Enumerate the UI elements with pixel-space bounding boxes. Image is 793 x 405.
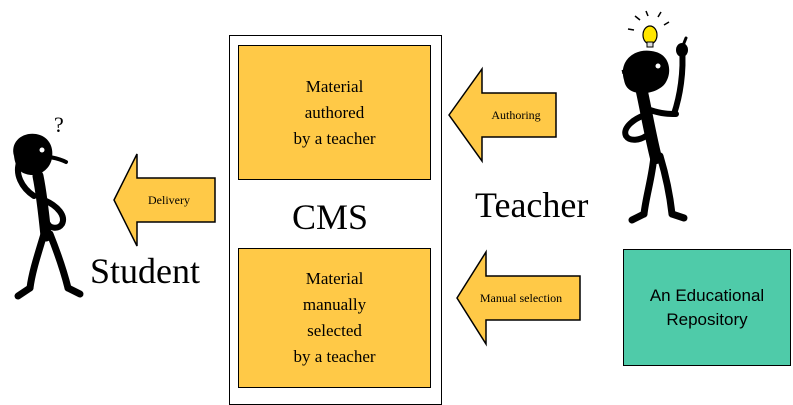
student-figure-icon (13, 133, 84, 300)
lightbulb-icon (642, 25, 658, 48)
teacher-figure-icon (621, 10, 688, 224)
manual-selection-arrow-shape (456, 249, 581, 347)
educational-repository-box: An Educational Repository (623, 249, 791, 366)
authoring-arrow (448, 66, 557, 164)
question-mark-icon: ? (54, 112, 64, 137)
cms-label: CMS (292, 197, 369, 237)
teacher-label: Teacher (475, 185, 589, 225)
delivery-label: Delivery (148, 193, 190, 207)
educational-repository-text: An Educational Repository (649, 285, 765, 329)
material-authored-box: Material authored by a teacher (238, 45, 431, 180)
material-authored-text: Material authored by a teacher (293, 76, 376, 148)
authoring-arrow-shape (448, 66, 557, 164)
bulb-rays-icon (627, 10, 670, 31)
manual-selection-label: Manual selection (479, 291, 563, 305)
material-selected-box: Material manually selected by a teacher (238, 248, 431, 388)
student-label: Student (90, 251, 201, 291)
manual-selection-arrow (456, 249, 581, 347)
authoring-label: Authoring (491, 108, 541, 122)
delivery-arrow-shape (113, 153, 216, 247)
delivery-arrow (113, 153, 216, 247)
material-selected-text: Material manually selected by a teacher (293, 269, 376, 366)
